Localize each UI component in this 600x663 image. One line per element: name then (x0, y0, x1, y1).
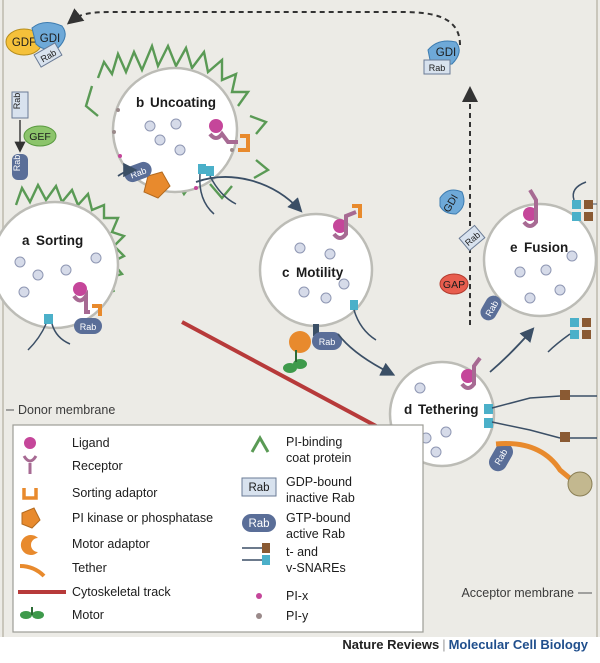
legend-label-inactive-rab-line1: GDP-bound (286, 475, 352, 489)
publisher-footer: Nature Reviews|Molecular Cell Biology (0, 637, 600, 663)
gdf-label: GDF (12, 37, 36, 49)
legend-label-active-rab-line2: active Rab (286, 527, 345, 541)
arrow-c-to-d (337, 333, 396, 376)
stage-title-sorting: Sorting (36, 233, 83, 248)
tether-icon (19, 564, 46, 578)
legend-label-cytoskeletal-track: Cytoskeletal track (72, 585, 171, 599)
gap-shape (439, 273, 469, 295)
legend-label-tether: Tether (72, 561, 107, 575)
stage-title-motility: Motility (296, 265, 344, 280)
legend-label-snare-line2: v-SNAREs (286, 561, 346, 575)
publisher-separator: | (442, 637, 446, 652)
cytoskeletal-track (181, 320, 377, 428)
journal-name: Molecular Cell Biology (448, 637, 588, 652)
ligand-icon (24, 437, 36, 449)
stage-title-fusion: Fusion (524, 240, 568, 255)
legend-label-sorting-adaptor: Sorting adaptor (72, 486, 157, 500)
legend-label-inactive-rab-line2: inactive Rab (286, 491, 355, 505)
gdf-gdi-complex: GDF GDI Rab (5, 22, 66, 68)
gef-shape (23, 125, 57, 147)
membrane-trafficking-diagram: a Sorting Rab b Uncoating (0, 0, 600, 637)
rab-active-donor (12, 154, 28, 180)
snare-icon (242, 543, 270, 565)
legend-label-pi-kinase: PI kinase or phosphatase (72, 511, 213, 525)
gdi-label-top: GDI (40, 33, 60, 45)
rab-inactive-tag-recycle: Rab (429, 63, 446, 73)
inactive-rab-icon (241, 477, 277, 497)
stage-letter-a: a (22, 233, 30, 248)
gdi-label-recycle: GDI (436, 47, 456, 59)
vesicle-motility: c Motility Rab (258, 204, 377, 373)
rab-inactive-donor: Rab (11, 91, 29, 119)
legend-label-snare-line1: t- and (286, 545, 318, 559)
acceptor-membrane-label: Acceptor membrane (461, 586, 574, 600)
legend-label-active-rab-line1: GTP-bound (286, 511, 351, 525)
arrow-b-to-c (195, 176, 303, 213)
legend-label-ligand: Ligand (72, 436, 110, 450)
legend: Ligand Receptor Sorting adaptor PI kinas… (12, 424, 424, 633)
active-rab-icon (242, 514, 276, 532)
legend-label-receptor: Receptor (72, 459, 123, 473)
rab-inactive-tag-donor: Rab (12, 93, 22, 110)
stage-title-tethering: Tethering (418, 402, 479, 417)
coat-protein-icon (250, 434, 270, 453)
legend-label-motor: Motor (72, 608, 104, 622)
rab-active-tag-sorting: Rab (80, 322, 97, 332)
vesicle-fusion: e Fusion (482, 181, 598, 353)
legend-label-coat-line1: PI-binding (286, 435, 342, 449)
sorting-adaptor-icon (22, 488, 38, 500)
legend-label-coat-line2: coat protein (286, 451, 351, 465)
publisher-name: Nature Reviews (342, 637, 440, 652)
recycle-top-arrow (66, 8, 461, 46)
arrow-d-to-e (489, 327, 535, 373)
gdi-near-fusion: GDI Rab (439, 189, 486, 252)
rab-active-tag-motility: Rab (319, 337, 336, 347)
stage-letter-c: c (282, 265, 290, 280)
motor-adaptor-icon (20, 535, 38, 555)
stage-letter-b: b (136, 95, 144, 110)
legend-box (12, 424, 424, 633)
receptor-icon (22, 455, 38, 474)
gdi-rab-recycle: GDI Rab (423, 40, 460, 75)
rab-active-tag-donor: Rab (12, 155, 22, 172)
vesicle-sorting: a Sorting Rab (0, 182, 127, 351)
coat-protein-uncoating (96, 42, 251, 107)
legend-label-pi-x: PI-x (286, 589, 309, 603)
legend-label-pi-y: PI-y (286, 609, 309, 623)
motor-icon (20, 607, 44, 619)
active-rab-icon-tag: Rab (248, 518, 269, 530)
arrow-a-to-b (117, 162, 138, 178)
pi-x-icon (256, 593, 262, 599)
gap-label: GAP (443, 279, 465, 291)
donor-membrane-label: Donor membrane (18, 403, 115, 417)
pi-kinase-icon (21, 507, 41, 529)
legend-label-motor-adaptor: Motor adaptor (72, 537, 150, 551)
stage-letter-e: e (510, 240, 518, 255)
pi-y-icon (256, 613, 262, 619)
inactive-rab-icon-tag: Rab (248, 482, 269, 494)
gef-label: GEF (29, 131, 51, 143)
rab-active-fusion (480, 295, 502, 321)
stage-letter-d: d (404, 402, 412, 417)
stage-title-uncoating: Uncoating (150, 95, 216, 110)
